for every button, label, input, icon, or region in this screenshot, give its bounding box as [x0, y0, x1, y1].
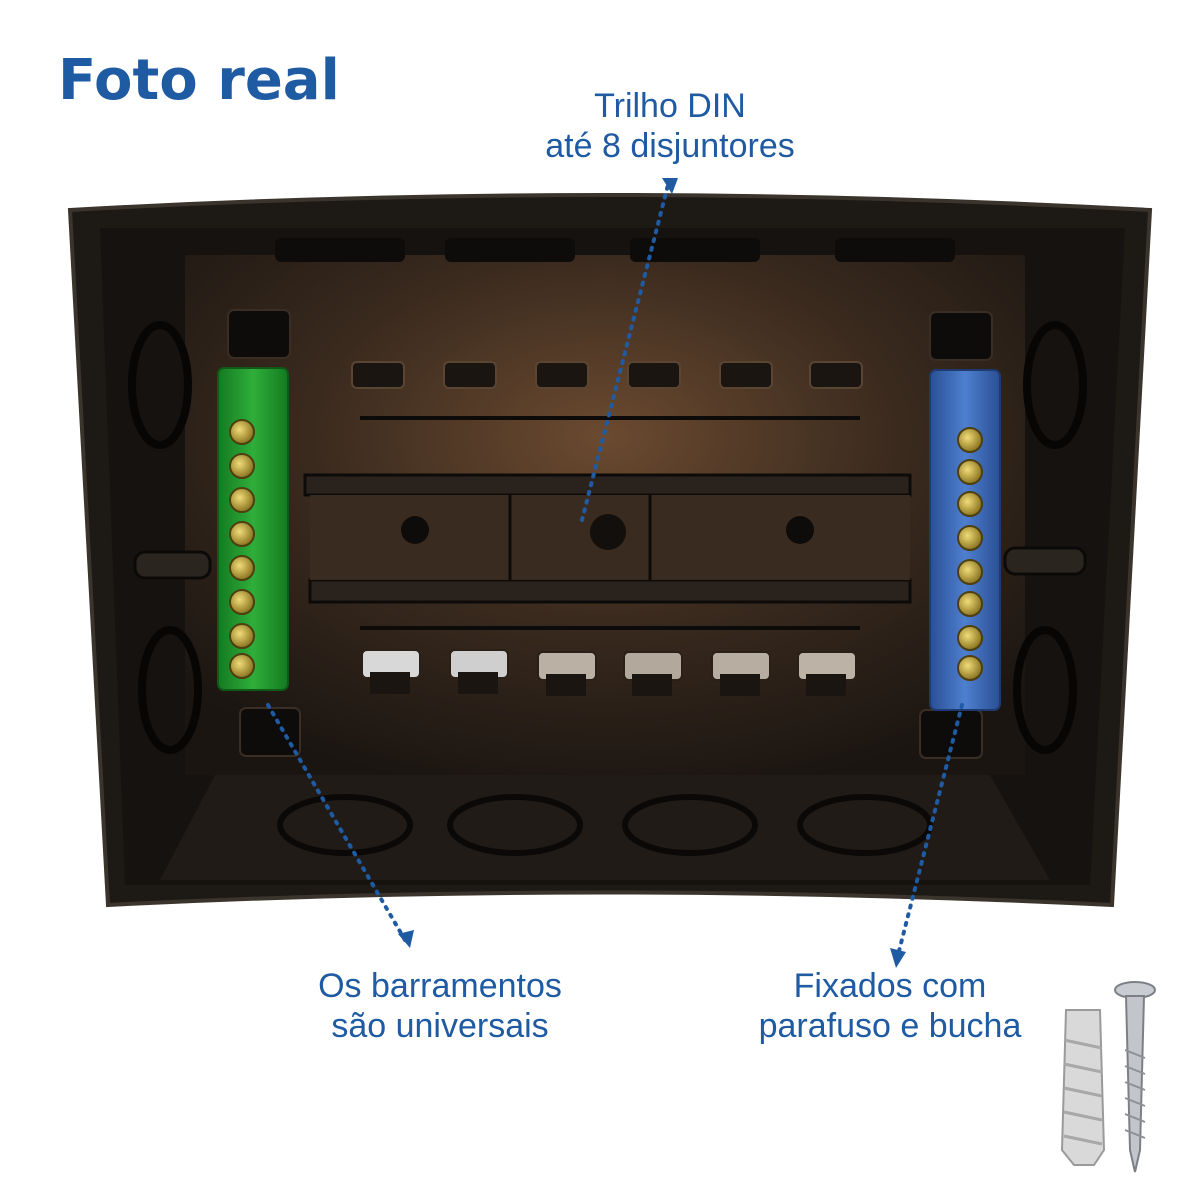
pointer-fixing-arrow-icon — [890, 948, 906, 968]
caption-busbars: Os barramentos são universais — [270, 966, 610, 1046]
top-knockouts — [275, 238, 955, 262]
din-rail — [303, 473, 912, 604]
bottom-wall — [160, 775, 1050, 880]
pointer-busbars — [266, 703, 407, 942]
caption-din-rail-line2: até 8 disjuntores — [545, 127, 795, 165]
pointer-fixing — [896, 703, 964, 957]
screw-icon — [1114, 981, 1156, 1173]
lower-clips — [361, 649, 857, 681]
pointer-din-rail — [580, 183, 670, 522]
upper-clips — [351, 361, 863, 389]
caption-busbars-line2: são universais — [331, 1007, 549, 1045]
caption-busbars-line1: Os barramentos — [318, 967, 562, 1005]
wall-plug-icon — [1060, 1009, 1106, 1166]
pointer-din-rail-arrow-icon — [662, 178, 678, 194]
page-title: Foto real — [58, 48, 340, 113]
side-knockouts — [128, 321, 1087, 754]
blue-busbar — [929, 369, 1001, 711]
side-mount-posts — [133, 546, 1087, 580]
bottom-knockouts — [277, 794, 933, 856]
caption-din-rail: Trilho DIN até 8 disjuntores — [500, 86, 840, 166]
caption-fixing: Fixados com parafuso e bucha — [720, 966, 1060, 1046]
mounting-squares — [227, 309, 993, 759]
caption-fixing-line2: parafuso e bucha — [758, 1007, 1022, 1045]
green-busbar — [217, 367, 289, 691]
pointer-busbars-arrow-icon — [398, 930, 414, 948]
caption-fixing-line1: Fixados com — [793, 967, 987, 1005]
caption-din-rail-line1: Trilho DIN — [594, 87, 746, 125]
